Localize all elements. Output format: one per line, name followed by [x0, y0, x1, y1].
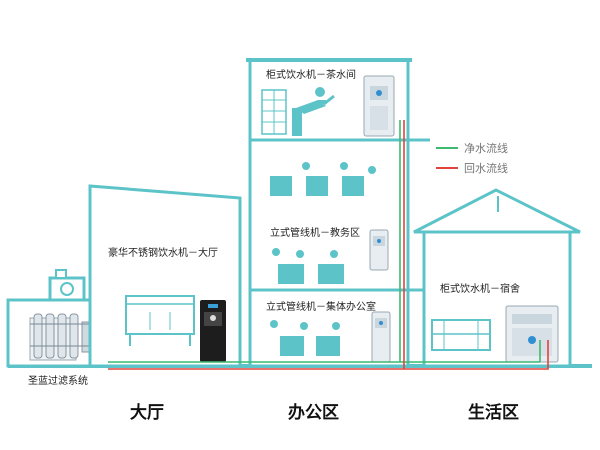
return-water-pipeline: [108, 120, 549, 370]
legend-pure-label: 净水流线: [464, 142, 508, 155]
pipeline-dispenser-teaching-icon: [369, 229, 389, 271]
legend-pure-swatch: [436, 147, 458, 149]
label-teaching: 立式管线机－教务区: [270, 228, 360, 239]
reception-desk: [125, 295, 195, 346]
desk-group-teaching-lower: [272, 248, 344, 284]
label-filter-system: 圣蓝过滤系统: [28, 376, 88, 387]
zone-living: 生活区: [468, 403, 519, 423]
label-hall-machine: 豪华不锈钢饮水机－大厅: [108, 248, 218, 259]
legend-return-label: 回水流线: [464, 162, 508, 175]
cabinet-dispenser-dorm-icon: [505, 305, 559, 363]
desk-group-office: [270, 320, 340, 356]
zone-hall: 大厅: [130, 403, 164, 423]
water-dispenser-icon: [200, 300, 226, 362]
legend-return-swatch: [436, 167, 458, 169]
label-tea-room: 柜式饮水机－茶水间: [266, 70, 356, 81]
label-dorm: 柜式饮水机－宿舍: [440, 284, 520, 295]
bunk-beds: [431, 319, 491, 351]
pipeline-dispenser-office-icon: [371, 311, 391, 363]
cabinet-dispenser-tea-icon: [363, 75, 395, 137]
zone-office: 办公区: [288, 403, 339, 423]
legend-pure: 净水流线: [436, 140, 508, 156]
legend-return: 回水流线: [436, 160, 508, 176]
window-shelf: [261, 89, 287, 135]
label-office: 立式管线机－集体办公室: [266, 302, 376, 313]
person-drinking-icon: [292, 87, 335, 136]
desk-group-teaching-upper: [270, 162, 376, 196]
pure-water-pipeline: [108, 120, 541, 363]
